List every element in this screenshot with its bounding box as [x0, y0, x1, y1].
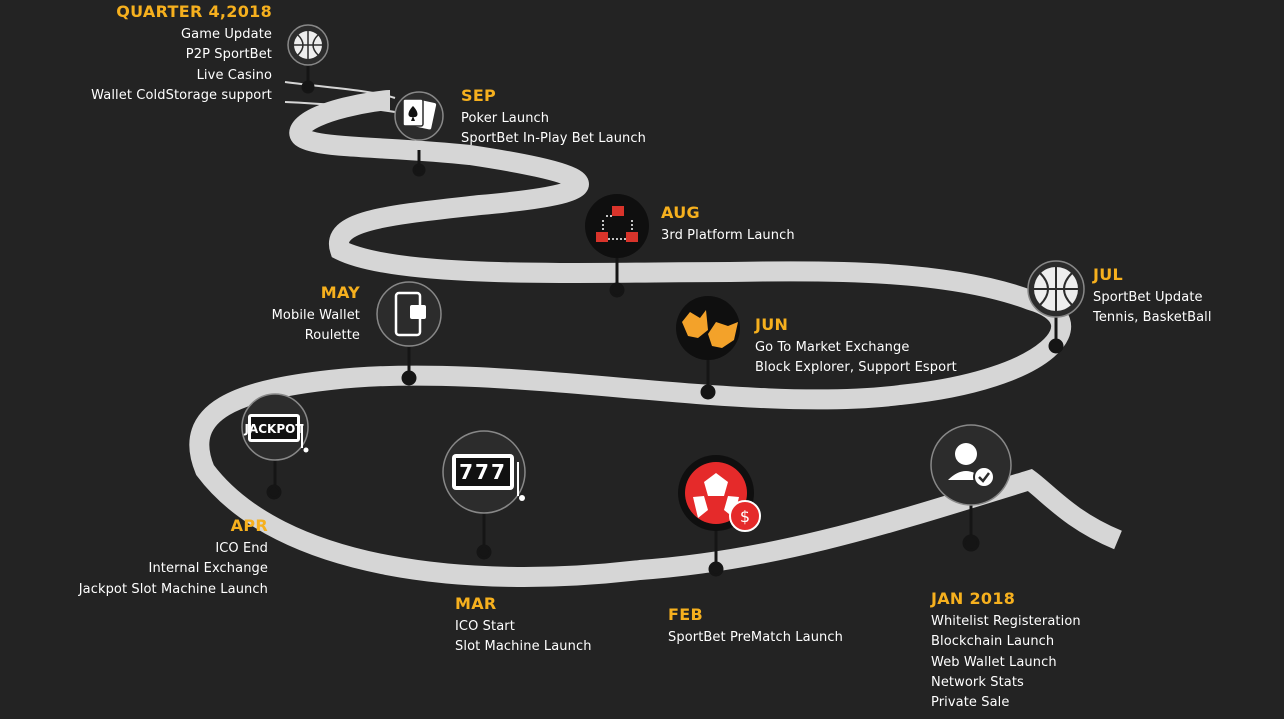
- milestone-jun: JUN Go To Market Exchange Block Explorer…: [755, 315, 957, 379]
- milestone-item: SportBet Update: [1093, 290, 1203, 305]
- milestone-item: Jackpot Slot Machine Launch: [78, 581, 268, 597]
- milestone-item: Wallet ColdStorage support: [91, 87, 272, 103]
- milestone-item: Web Wallet Launch: [931, 654, 1057, 670]
- milestone-feb: FEB SportBet PreMatch Launch: [668, 605, 843, 648]
- milestone-item: Private Sale: [931, 695, 1010, 711]
- milestone-apr: APR ICO End Internal Exchange Jackpot Sl…: [79, 516, 268, 600]
- milestone-title: SEP: [461, 86, 497, 105]
- milestone-item: SportBet In-Play Bet Launch: [461, 131, 646, 147]
- milestone-may: MAY Mobile Wallet Roulette: [272, 283, 360, 347]
- milestone-item: Go To Market Exchange: [755, 340, 910, 355]
- basketball-icon: [287, 24, 329, 66]
- milestone-item: 3rd Platform Launch: [661, 228, 795, 243]
- milestone-item: ICO End: [215, 541, 268, 556]
- soccer-ball-dollar-icon: $: [678, 455, 761, 532]
- milestone-item: Live Casino: [196, 67, 272, 83]
- milestone-title: JUN: [755, 315, 789, 334]
- svg-text:$: $: [740, 507, 750, 526]
- user-verified-icon: [930, 424, 1012, 506]
- svg-text:777: 777: [459, 460, 507, 484]
- milestone-title: JUL: [1093, 265, 1124, 284]
- milestone-item: Block Explorer, Support Esport: [755, 360, 957, 376]
- milestone-item: Tennis, BasketBall: [1093, 310, 1212, 326]
- milestone-aug: AUG 3rd Platform Launch: [661, 203, 795, 246]
- milestone-item: Mobile Wallet: [271, 308, 360, 323]
- milestone-title: MAY: [320, 283, 360, 302]
- milestone-item: Internal Exchange: [148, 561, 268, 577]
- milestone-title: AUG: [661, 203, 700, 222]
- basketball-icon: [1027, 260, 1085, 318]
- milestone-title: JAN 2018: [931, 589, 1016, 608]
- milestone-item: Roulette: [304, 328, 360, 344]
- bull-bear-icon: [676, 296, 740, 360]
- milestone-item: Network Stats: [931, 674, 1024, 690]
- milestone-jan: JAN 2018 Whitelist Registeration Blockch…: [931, 589, 1081, 713]
- milestone-title: FEB: [668, 605, 703, 624]
- slot-machine-icon: 777: [442, 430, 526, 514]
- milestone-mar: MAR ICO Start Slot Machine Launch: [455, 594, 592, 658]
- milestone-item: Game Update: [180, 27, 272, 42]
- milestone-title: APR: [230, 516, 268, 535]
- milestone-q4: QUARTER 4,2018 Game Update P2P SportBet …: [91, 2, 272, 106]
- milestone-title: QUARTER 4,2018: [116, 2, 272, 21]
- milestone-item: Poker Launch: [461, 111, 550, 126]
- milestone-item: Whitelist Registeration: [931, 614, 1081, 629]
- milestone-item: P2P SportBet: [185, 47, 272, 63]
- milestone-sep: SEP Poker Launch SportBet In-Play Bet La…: [461, 86, 646, 150]
- milestone-item: SportBet PreMatch Launch: [668, 630, 843, 645]
- poker-cards-icon: [394, 91, 444, 141]
- jackpot-icon: JACKPOT: [241, 393, 309, 461]
- milestone-item: Slot Machine Launch: [455, 639, 592, 655]
- milestone-title: MAR: [455, 594, 497, 613]
- blockchain-cubes-icon: [585, 194, 649, 258]
- milestone-jul: JUL SportBet Update Tennis, BasketBall: [1093, 265, 1212, 329]
- milestone-item: ICO Start: [455, 619, 515, 634]
- svg-text:JACKPOT: JACKPOT: [243, 422, 304, 436]
- milestone-item: Blockchain Launch: [931, 634, 1055, 650]
- mobile-wallet-icon: [376, 281, 442, 347]
